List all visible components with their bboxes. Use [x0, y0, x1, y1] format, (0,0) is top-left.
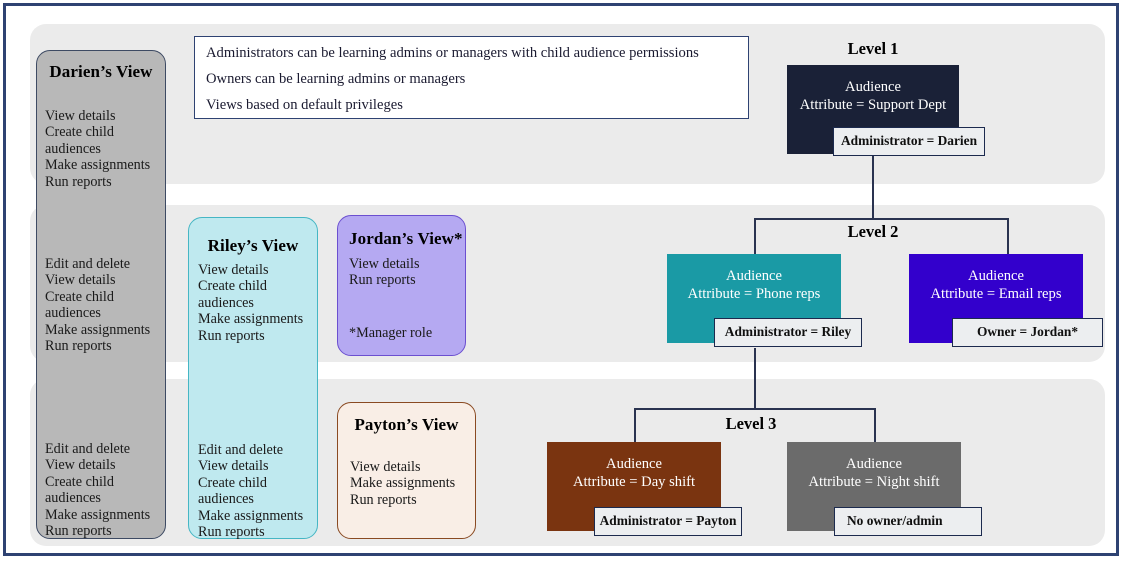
connector-l3-bus: [634, 408, 875, 410]
audience-title-support-dept: Audience: [845, 79, 901, 95]
audience-attribute-phone-reps: Attribute = Phone reps: [687, 286, 821, 302]
audience-attribute-night-shift: Attribute = Night shift: [808, 474, 940, 490]
connector-l2-to-l3: [754, 348, 756, 409]
audience-attribute-email-reps: Attribute = Email reps: [930, 286, 1062, 302]
view-panel-riley-title: Riley’s View: [207, 236, 299, 255]
level-2-label: Level 2: [847, 222, 899, 241]
connector-l2-left-drop: [754, 218, 756, 256]
darien-privileges-level1: View details Create child audiences Make…: [45, 108, 151, 190]
view-panel-darien-title: Darien’s View: [49, 62, 153, 81]
level-3-label: Level 3: [725, 414, 777, 433]
role-badge-jordan: Owner = Jordan*: [952, 318, 1103, 347]
audience-title-phone-reps: Audience: [726, 268, 782, 284]
role-badge-payton: Administrator = Payton: [594, 507, 742, 536]
audience-attribute-support-dept: Attribute = Support Dept: [799, 97, 947, 113]
connector-l2-right-drop: [1007, 218, 1009, 256]
role-badge-darien: Administrator = Darien: [833, 127, 985, 156]
view-panel-jordan-title: Jordan’s View*: [349, 229, 463, 248]
payton-privileges: View details Make assignments Run report…: [350, 459, 456, 508]
darien-privileges-level2: Edit and delete View details Create chil…: [45, 256, 151, 355]
connector-l2-bus: [754, 218, 1008, 220]
view-panel-riley: Riley’s View View details Create child a…: [188, 217, 318, 541]
audience-title-night-shift: Audience: [846, 456, 902, 472]
audience-attribute-day-shift: Attribute = Day shift: [572, 474, 696, 490]
jordan-privileges: View details Run reports: [349, 256, 420, 289]
role-badge-riley: Administrator = Riley: [714, 318, 862, 347]
audience-title-email-reps: Audience: [968, 268, 1024, 284]
view-panel-payton: Payton’s View View details Make assignme…: [337, 402, 476, 539]
connector-l1-down: [872, 153, 874, 219]
notes-box: Administrators can be learning admins or…: [194, 36, 749, 119]
view-panel-jordan: Jordan’s View* View details Run reports …: [337, 215, 466, 356]
connector-l3-right-drop: [874, 408, 876, 444]
riley-privileges-level3: Edit and delete View details Create chil…: [198, 442, 304, 541]
view-panel-darien: Darien’s View View details Create child …: [36, 50, 166, 539]
role-badge-night-shift: No owner/admin: [834, 507, 982, 536]
darien-privileges-level3: Edit and delete View details Create chil…: [45, 441, 151, 540]
jordan-footnote: *Manager role: [349, 325, 433, 341]
note-line-2: Owners can be learning admins or manager…: [206, 71, 466, 87]
view-panel-payton-title: Payton’s View: [354, 415, 459, 434]
connector-l3-left-drop: [634, 408, 636, 444]
diagram-frame: Administrators can be learning admins or…: [3, 3, 1119, 556]
riley-privileges-level2: View details Create child audiences Make…: [198, 262, 304, 344]
audience-title-day-shift: Audience: [606, 456, 662, 472]
note-line-1: Administrators can be learning admins or…: [206, 45, 699, 61]
note-line-3: Views based on default privileges: [206, 97, 403, 113]
level-1-label: Level 1: [847, 39, 899, 58]
